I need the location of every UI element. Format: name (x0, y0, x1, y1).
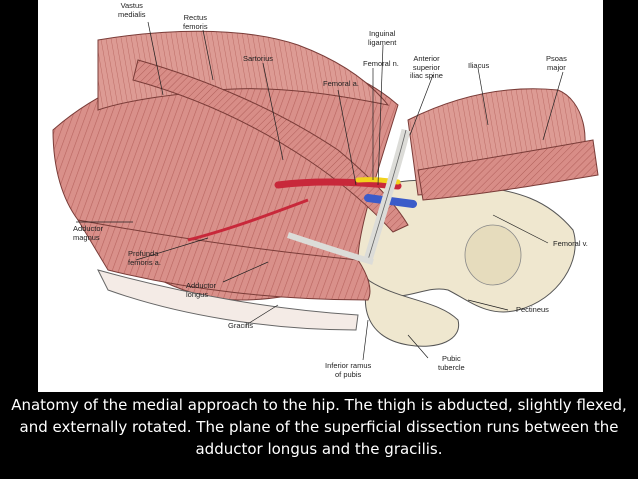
label-adductor-longus: Adductor longus (186, 281, 217, 299)
label-femoral-nerve: Femoral n. (363, 59, 399, 68)
label-pectineus: Pectineus (516, 305, 549, 314)
label-pubic-tubercle: Pubic tubercle (438, 354, 465, 372)
label-profunda-femoris: Profunda femoris a. (128, 249, 161, 267)
profunda-artery (187, 198, 309, 242)
gracilis-muscle (97, 269, 359, 331)
femoral-artery (274, 178, 402, 190)
label-iliacus: Iliacus (468, 61, 490, 70)
leader-lines (76, 21, 564, 361)
label-inferior-ramus: Inferior ramus of pubis (325, 361, 372, 379)
label-femoral-artery: Femoral a. (323, 79, 359, 88)
anatomy-figure: Vastus medialis Rectus femoris Sartorius… (38, 0, 603, 392)
label-anterior-superior-iliac-spine: Anterior superior iliac spine (410, 54, 443, 80)
sartorius-band (132, 59, 409, 233)
label-femoral-vein: Femoral v. (553, 239, 588, 248)
obturator-foramen (464, 224, 522, 286)
label-gracilis: Gracilis (228, 321, 254, 330)
adductor-tendon (287, 232, 374, 265)
figure-caption: Anatomy of the medial approach to the hi… (11, 396, 627, 458)
psoas-muscle (417, 139, 599, 201)
label-sartorius: Sartorius (243, 54, 274, 63)
label-adductor-magnus: Adductor magnus (73, 224, 104, 242)
label-psoas-major: Psoas major (546, 54, 567, 72)
pubic-ramus-bone (364, 279, 460, 347)
label-inguinal-ligament: Inguinal ligament (368, 29, 397, 47)
label-vastus-medialis: Vastus medialis (118, 1, 146, 19)
anatomy-illustration (52, 21, 599, 361)
label-rectus-femoris: Rectus femoris (183, 13, 208, 31)
